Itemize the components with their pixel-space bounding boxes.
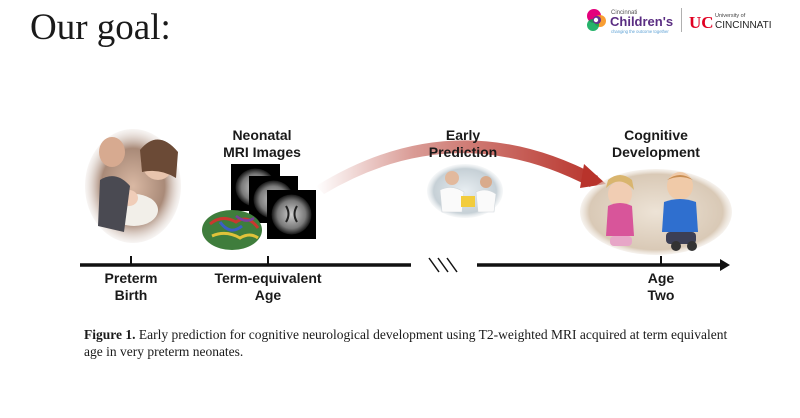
uc-mark: UC xyxy=(689,13,714,32)
heading-cognitive-development: Cognitive Development xyxy=(602,127,710,161)
logo-divider xyxy=(681,8,682,32)
heading-prediction-line1: Early xyxy=(445,127,481,143)
slide-title: Our goal: xyxy=(30,7,171,48)
timeline-arrowhead xyxy=(720,259,730,271)
university-of-cincinnati-logo: UC University of CINCINNATI xyxy=(689,13,771,32)
caption-label: Figure 1. xyxy=(84,327,136,342)
timeline xyxy=(80,256,730,273)
cch-tagline: changing the outcome together xyxy=(611,29,669,34)
uc-small-text: University of xyxy=(715,13,746,19)
figure-caption: Figure 1. Early prediction for cognitive… xyxy=(84,326,744,360)
stage-preterm-line1: Preterm xyxy=(104,270,158,286)
cincinnati-childrens-logo-mark xyxy=(587,9,606,31)
prediction-arrow xyxy=(316,140,606,194)
stage-age-line1: Age xyxy=(647,270,675,286)
stage-label-term-equivalent-age: Term-equivalent Age xyxy=(204,270,332,304)
heading-prediction-line2: Prediction xyxy=(428,144,498,160)
mri-scans xyxy=(231,164,316,239)
heading-mri-line1: Neonatal xyxy=(232,127,292,143)
cincinnati-childrens-logo: Cincinnati Children's changing the outco… xyxy=(587,9,673,34)
stage-label-preterm-birth: Preterm Birth xyxy=(91,270,171,304)
uc-name: CINCINNATI xyxy=(715,20,771,31)
heading-development-line2: Development xyxy=(612,144,700,160)
stage-age-line2: Two xyxy=(647,287,675,303)
toddlers-photo xyxy=(580,169,732,255)
stage-preterm-line2: Birth xyxy=(114,287,148,303)
caption-text: Early prediction for cognitive neurologi… xyxy=(84,327,728,359)
heading-development-line1: Cognitive xyxy=(624,127,688,143)
stage-term-line1: Term-equivalent xyxy=(214,270,322,286)
cch-name: Children's xyxy=(610,14,673,29)
heading-early-prediction: Early Prediction xyxy=(415,127,511,161)
brain-surface xyxy=(202,210,262,250)
timeline-break-marker xyxy=(428,257,458,273)
stage-label-age-two: Age Two xyxy=(631,270,691,304)
birth-photo xyxy=(85,129,181,243)
stage-term-line2: Age xyxy=(254,287,282,303)
clinicians-photo xyxy=(427,164,503,218)
heading-neonatal-mri: Neonatal MRI Images xyxy=(210,127,314,161)
cch-small-text: Cincinnati xyxy=(611,10,637,16)
heading-mri-line2: MRI Images xyxy=(223,144,301,160)
